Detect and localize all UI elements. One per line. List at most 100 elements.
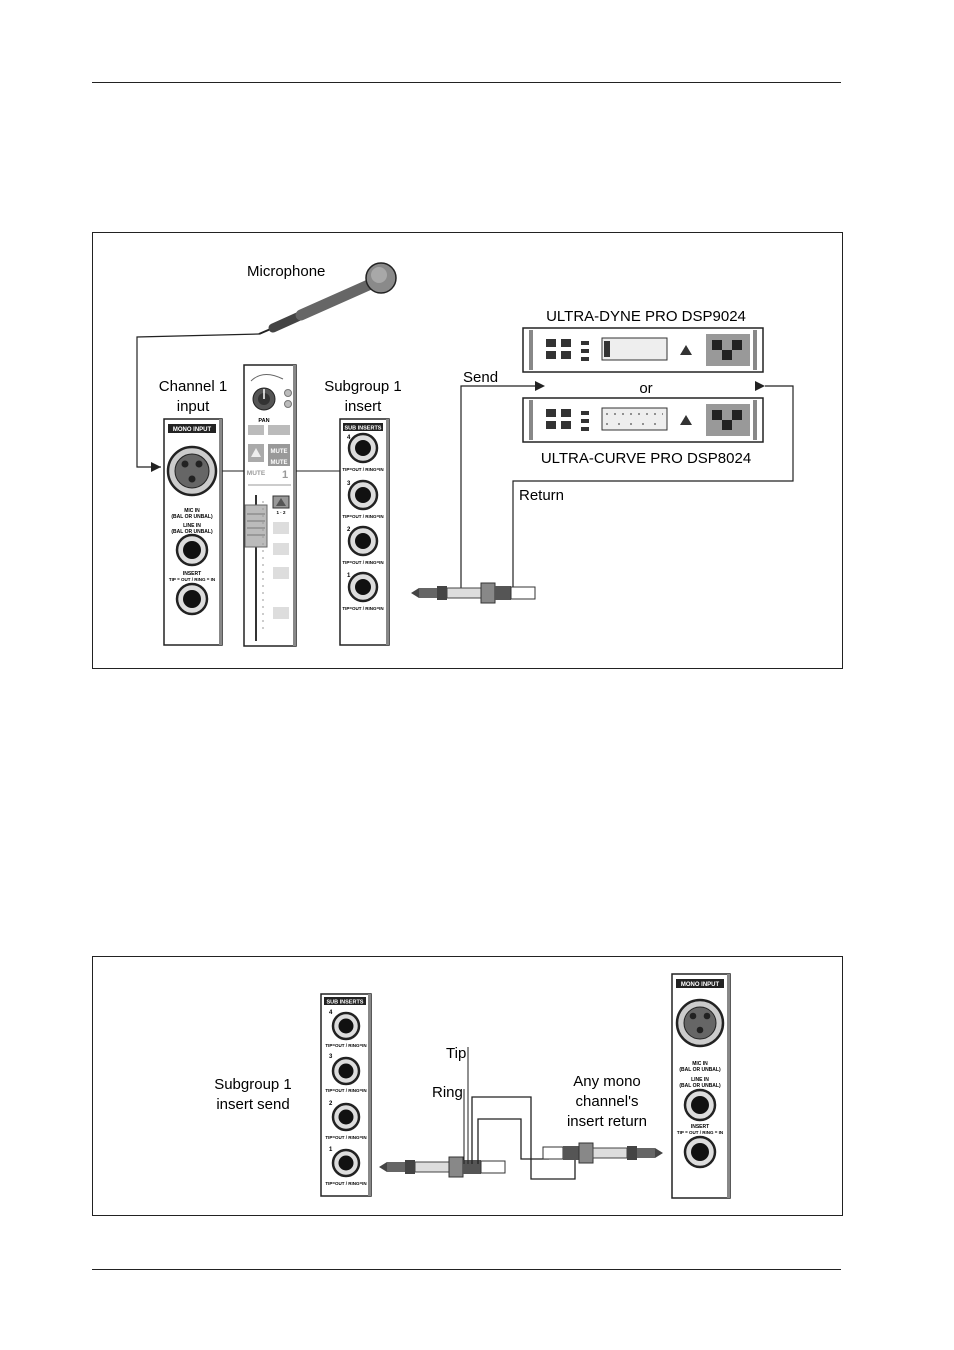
insert-plug-icon (411, 582, 536, 604)
routing-button (273, 522, 289, 534)
mute-key-bg (268, 444, 290, 466)
jack-caption: TIP=OUT / RING=IN (342, 606, 383, 611)
line-in-label: LINE IN (183, 523, 201, 529)
channel-label-line1: Channel 1 (159, 378, 227, 395)
line-in-label: LINE IN (691, 1077, 709, 1083)
return-label-line3: insert return (567, 1113, 647, 1130)
jack-number: 3 (329, 1054, 333, 1060)
insert-jack-icon (683, 1135, 717, 1169)
tip-label: Tip (446, 1045, 466, 1062)
led-icon (284, 389, 292, 397)
arrow-icon (755, 381, 765, 391)
return-cable (512, 385, 794, 591)
insert-jack-icon (347, 571, 379, 603)
mono-input-panel: MONO INPUT MIC IN (BAL OR UNBAL) LINE IN… (163, 418, 223, 646)
jack-caption: TIP=OUT / RING=IN (342, 467, 383, 472)
jack-number: 3 (347, 481, 351, 487)
arrow-icon (151, 462, 161, 472)
logo-triangle-icon (680, 415, 692, 425)
triangle-icon (251, 448, 261, 457)
ring-label: Ring (432, 1084, 463, 1101)
return-label-line1: Any mono (573, 1073, 641, 1090)
routing-button (273, 567, 289, 579)
mic-in-sub: (BAL OR UNBAL) (679, 1067, 721, 1073)
jack-caption: TIP=OUT / RING=IN (325, 1088, 366, 1093)
jack-number: 2 (347, 527, 351, 533)
logo-triangle-icon (680, 345, 692, 355)
insert-jack-icon (331, 1011, 361, 1041)
mono-input-header: MONO INPUT (173, 427, 212, 433)
routing-button (273, 607, 289, 619)
device-top-label: ULTRA-DYNE PRO DSP9024 (546, 308, 746, 325)
line-jack-icon (175, 533, 209, 567)
send-plug-icon (379, 1156, 506, 1178)
arrow-icon (535, 381, 545, 391)
insert-jack-icon (331, 1102, 361, 1132)
jack-caption: TIP=OUT / RING=IN (342, 514, 383, 519)
return-plug-icon (542, 1142, 663, 1164)
insert-jack-icon (347, 525, 379, 557)
channel-strip: PAN MUTE MUTE MUTE 1 1 (243, 364, 297, 647)
header-rule (92, 82, 841, 83)
xlr-jack-icon (166, 445, 218, 497)
mic-in-sub: (BAL OR UNBAL) (171, 514, 213, 520)
figure-insert-connection: Microphone Channel 1 input MONO INPUT MI… (92, 232, 843, 669)
send-label: Send (463, 369, 498, 386)
dsp9024-rack-unit (522, 327, 764, 373)
sub-inserts-header: SUB INSERTS (345, 426, 382, 432)
routing-button (273, 543, 289, 555)
dsp8024-rack-unit (522, 397, 764, 443)
jack-number: 4 (329, 1010, 333, 1016)
device-bottom-label: ULTRA-CURVE PRO DSP8024 (541, 450, 751, 467)
tip-wire (471, 1096, 576, 1180)
mic-cable (136, 333, 260, 468)
insert-jack-icon (347, 479, 379, 511)
insert-jack-icon (175, 582, 209, 616)
jack-number: 1 (347, 573, 351, 579)
jack-number: 1 (329, 1147, 333, 1153)
insert-jack-icon (347, 432, 379, 464)
channel-number: 1 (282, 469, 288, 481)
xlr-jack-icon (675, 998, 725, 1048)
fader-icon (244, 495, 268, 641)
jack-caption: TIP=OUT / RING=IN (325, 1135, 366, 1140)
subgroup-label-line2: insert (345, 398, 383, 415)
sub-inserts-header: SUB INSERTS (327, 1000, 364, 1006)
jack-number: 4 (347, 435, 351, 441)
jack-caption: TIP=OUT / RING=IN (325, 1043, 366, 1048)
or-label: or (639, 380, 652, 397)
jack-caption: TIP=OUT / RING=IN (325, 1181, 366, 1186)
subgroup-label-line1: Subgroup 1 (324, 378, 402, 395)
footer-rule (92, 1269, 841, 1270)
line-in-sub: (BAL OR UNBAL) (171, 529, 213, 535)
mono-input-header: MONO INPUT (681, 982, 720, 988)
microphone-label: Microphone (247, 263, 325, 280)
mono-input-panel: MONO INPUT MIC IN (BAL OR UNBAL) LINE IN… (671, 973, 731, 1199)
channel-label-line2: input (177, 398, 210, 415)
routing-12-label: 1 · 2 (276, 510, 286, 515)
line-in-sub: (BAL OR UNBAL) (679, 1083, 721, 1089)
pan-label: PAN (258, 418, 269, 424)
insert-jack-icon (331, 1056, 361, 1086)
sub-inserts-panel: SUB INSERTS 4 TIP=OUT / RING=IN 3 TIP=OU… (320, 993, 372, 1197)
insert-jack-icon (331, 1148, 361, 1178)
insert-sub: TIP = OUT / RING = IN (169, 577, 215, 582)
mic-in-label: MIC IN (692, 1061, 708, 1067)
subgroup-send-line1: Subgroup 1 (214, 1076, 292, 1093)
microphone-icon (258, 262, 397, 335)
mute-key-bottom: MUTE (271, 460, 288, 466)
mic-in-label: MIC IN (184, 508, 200, 514)
jack-caption: TIP=OUT / RING=IN (342, 560, 383, 565)
jack-number: 2 (329, 1101, 333, 1107)
ring-wire (477, 1118, 549, 1164)
line-jack-icon (683, 1088, 717, 1122)
insert-label: INSERT (691, 1124, 709, 1130)
insert-sub: TIP = OUT / RING = IN (677, 1130, 723, 1135)
triangle-icon (276, 498, 286, 506)
insert-label: INSERT (183, 571, 201, 577)
return-label-line2: channel's (576, 1093, 639, 1110)
led-icon (284, 400, 292, 408)
figure-direct-out-connection: Subgroup 1 insert send SUB INSERTS 4 TIP… (92, 956, 843, 1216)
subgroup-send-line2: insert send (216, 1096, 289, 1113)
mute-key-top: MUTE (271, 449, 288, 455)
